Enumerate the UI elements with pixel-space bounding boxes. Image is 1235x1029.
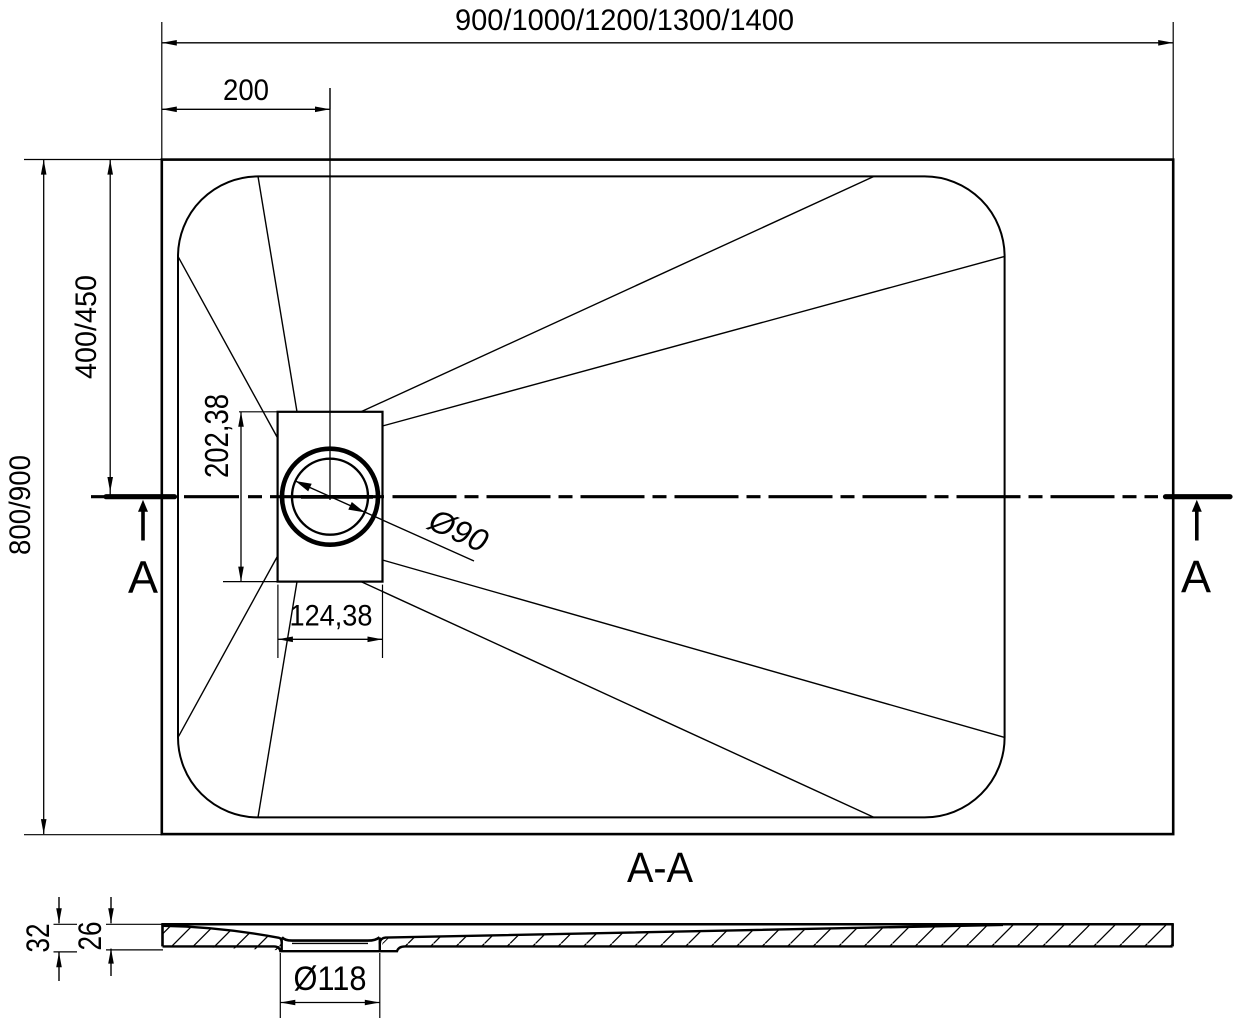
svg-text:202,38: 202,38 <box>198 394 235 478</box>
svg-text:26: 26 <box>72 922 108 951</box>
svg-text:900/1000/1200/1300/1400: 900/1000/1200/1300/1400 <box>455 4 794 37</box>
svg-text:124,38: 124,38 <box>290 600 373 633</box>
svg-text:32: 32 <box>20 924 56 953</box>
svg-text:800/900: 800/900 <box>4 455 37 555</box>
svg-text:Ø118: Ø118 <box>294 960 367 998</box>
svg-text:400/450: 400/450 <box>70 275 103 379</box>
svg-text:A-A: A-A <box>627 844 693 892</box>
svg-text:200: 200 <box>223 74 269 107</box>
svg-text:A: A <box>1181 551 1211 602</box>
svg-text:A: A <box>128 551 158 602</box>
